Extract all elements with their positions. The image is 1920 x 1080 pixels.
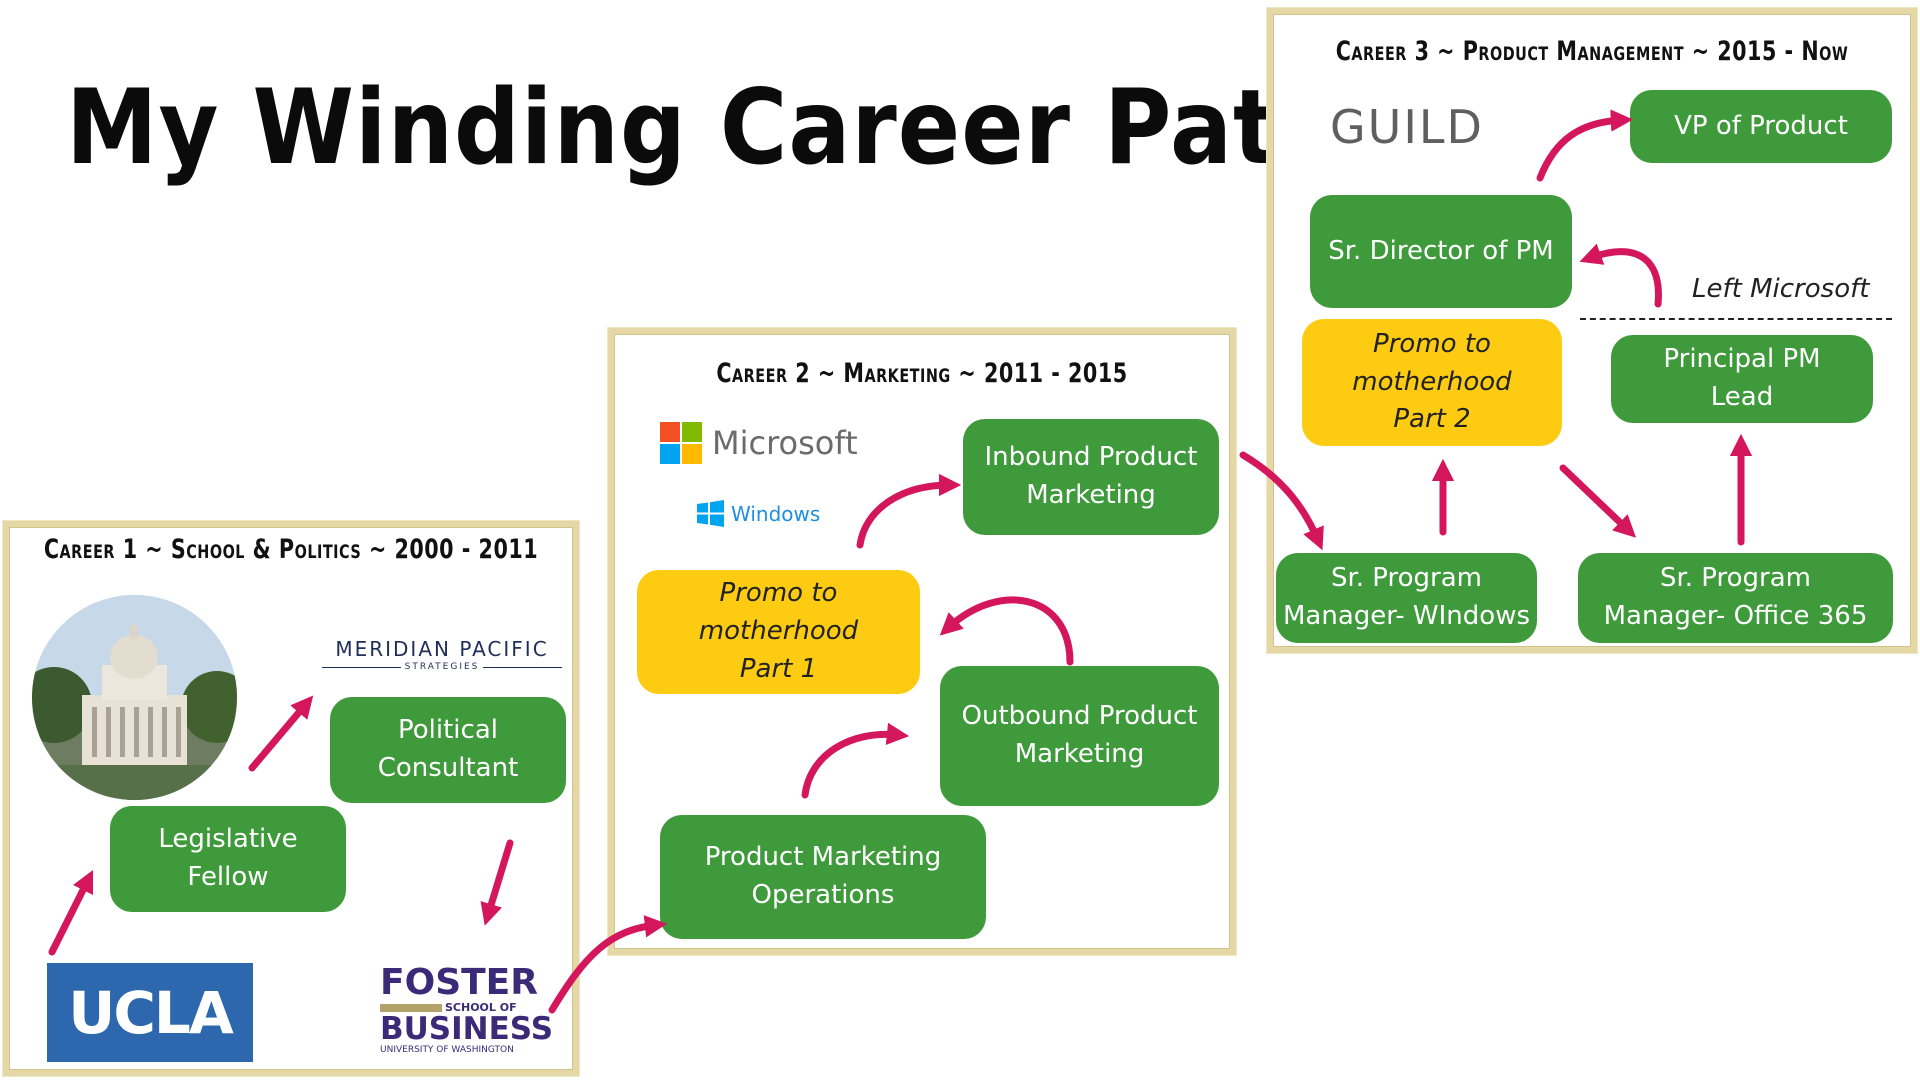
promo-motherhood-part1-box: Promo to motherhood Part 1: [637, 570, 920, 694]
sr-program-manager-office365-box: Sr. Program Manager- Office 365: [1578, 553, 1893, 643]
microsoft-logo-text: Microsoft: [712, 424, 858, 462]
windows-icon: [697, 500, 724, 527]
foster-logo-main: FOSTER: [380, 962, 538, 1003]
legislative-fellow-box: Legislative Fellow: [110, 806, 346, 912]
meridian-logo-text: MERIDIAN PACIFIC: [335, 637, 549, 661]
outbound-marketing-box: Outbound Product Marketing: [940, 666, 1219, 806]
promo-motherhood-part2-box: Promo to motherhood Part 2: [1302, 319, 1562, 446]
microsoft-squares-icon: [660, 422, 702, 464]
ucla-logo: UCLA: [47, 963, 253, 1062]
microsoft-logo: Microsoft: [660, 422, 858, 464]
meridian-pacific-logo: MERIDIAN PACIFIC STRATEGIES: [322, 637, 562, 672]
sr-director-pm-box: Sr. Director of PM: [1310, 195, 1572, 308]
career1-heading: Career 1 ~ School & Politics ~ 2000 - 20…: [43, 535, 539, 565]
foster-logo-uw: UNIVERSITY OF WASHINGTON: [380, 1045, 514, 1055]
vp-of-product-box: VP of Product: [1630, 90, 1892, 163]
product-marketing-operations-box: Product Marketing Operations: [660, 815, 986, 939]
inbound-marketing-box: Inbound Product Marketing: [963, 419, 1219, 535]
windows-logo: Windows: [697, 500, 820, 527]
page-title: My Winding Career Path: [66, 68, 1345, 188]
career3-heading: Career 3 ~ Product Management ~ 2015 - N…: [1335, 37, 1849, 67]
guild-logo: GUILD: [1330, 100, 1484, 154]
foster-logo-business: BUSINESS: [380, 1011, 554, 1047]
sr-program-manager-windows-box: Sr. Program Manager- WIndows: [1276, 553, 1537, 643]
political-consultant-box: Political Consultant: [330, 697, 566, 803]
capitol-photo: [32, 595, 237, 800]
principal-pm-lead-box: Principal PM Lead: [1611, 335, 1873, 423]
foster-logo-school: SCHOOL OF: [445, 1001, 517, 1014]
left-microsoft-divider: [1580, 318, 1892, 320]
guild-logo-text: GUILD: [1330, 100, 1484, 154]
left-microsoft-note: Left Microsoft: [1692, 274, 1870, 304]
ucla-logo-text: UCLA: [68, 978, 234, 1047]
windows-logo-text: Windows: [731, 501, 821, 526]
foster-business-logo: FOSTER SCHOOL OF BUSINESS UNIVERSITY OF …: [380, 962, 554, 1055]
career2-heading: Career 2 ~ Marketing ~ 2011 - 2015: [716, 359, 1128, 389]
meridian-logo-subtext: STRATEGIES: [404, 662, 480, 672]
